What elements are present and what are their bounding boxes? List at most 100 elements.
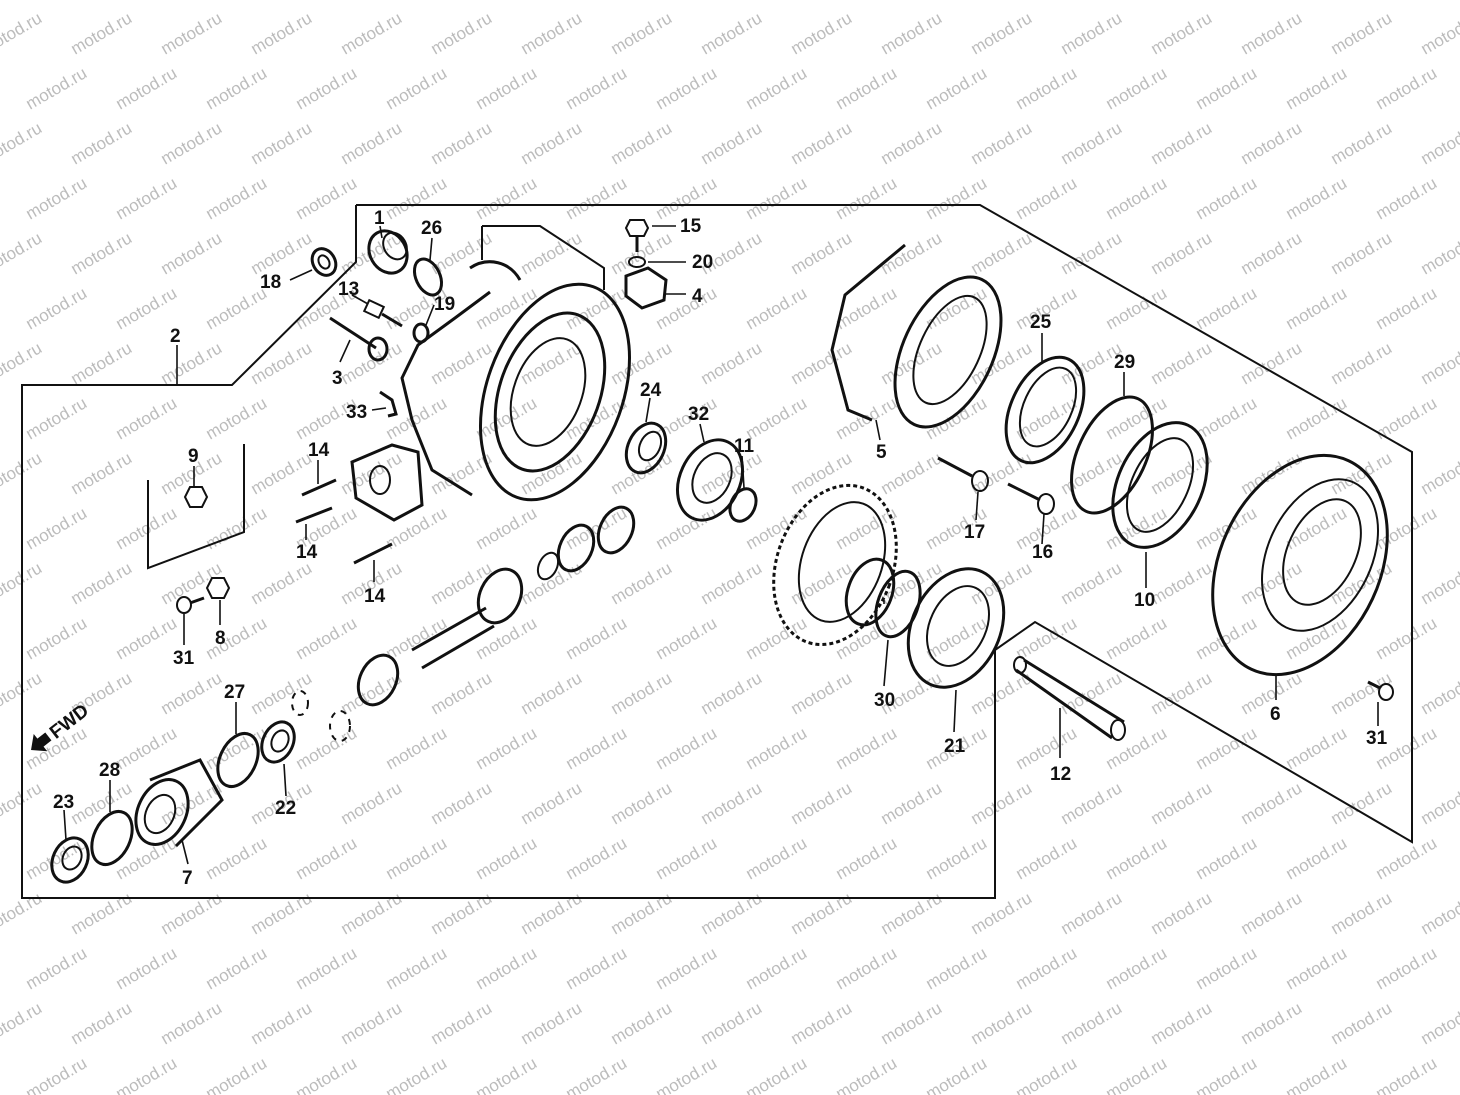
watermark-text: motod.ru bbox=[698, 8, 766, 58]
watermark-text: motod.ru bbox=[473, 63, 541, 113]
watermark-text: motod.ru bbox=[923, 63, 991, 113]
watermark-text: motod.ru bbox=[1373, 833, 1441, 883]
watermark-text: motod.ru bbox=[1283, 1053, 1351, 1095]
watermark-text: motod.ru bbox=[0, 338, 45, 388]
callout-7: 7 bbox=[182, 868, 193, 889]
watermark-text: motod.ru bbox=[1103, 1053, 1171, 1095]
watermark-text: motod.ru bbox=[833, 1053, 901, 1095]
watermark-text: motod.ru bbox=[653, 503, 721, 553]
watermark-text: motod.ru bbox=[338, 998, 406, 1048]
watermark-text: motod.ru bbox=[203, 503, 271, 553]
watermark-text: motod.ru bbox=[1283, 0, 1351, 3]
callout-30: 30 bbox=[874, 690, 895, 711]
watermark-text: motod.ru bbox=[698, 778, 766, 828]
watermark-text: motod.ru bbox=[608, 118, 676, 168]
callout-18: 18 bbox=[260, 272, 281, 293]
watermark-text: motod.ru bbox=[68, 888, 136, 938]
watermark-text: motod.ru bbox=[743, 613, 811, 663]
callout-14b: 14 bbox=[296, 542, 318, 563]
watermark-text: motod.ru bbox=[158, 998, 226, 1048]
watermark-text: motod.ru bbox=[23, 943, 91, 993]
watermark-text: motod.ru bbox=[0, 118, 45, 168]
watermark-text: motod.ru bbox=[923, 1053, 991, 1095]
watermark-text: motod.ru bbox=[1103, 943, 1171, 993]
watermark-text: motod.ru bbox=[1058, 228, 1126, 278]
watermark-text: motod.ru bbox=[1193, 943, 1261, 993]
watermark-text: motod.ru bbox=[968, 778, 1036, 828]
watermark-text: motod.ru bbox=[563, 63, 631, 113]
callout-12: 12 bbox=[1050, 764, 1071, 785]
part-26-o-ring bbox=[412, 257, 444, 297]
watermark-text: motod.ru bbox=[833, 943, 901, 993]
part-31b-bolt bbox=[1367, 680, 1394, 701]
watermark-text: motod.ru bbox=[698, 118, 766, 168]
watermark-text: motod.ru bbox=[968, 888, 1036, 938]
part-7-pinion-joint bbox=[134, 758, 224, 848]
callout-19: 19 bbox=[434, 294, 455, 315]
callout-26: 26 bbox=[421, 218, 442, 239]
watermark-text: motod.ru bbox=[608, 558, 676, 608]
watermark-text: motod.ru bbox=[1283, 723, 1351, 773]
watermark-text: motod.ru bbox=[923, 283, 991, 333]
part-10-bearing-holder bbox=[1111, 421, 1209, 549]
part-16-bolt bbox=[1007, 482, 1055, 515]
watermark-text: motod.ru bbox=[518, 228, 586, 278]
watermark-text: motod.ru bbox=[1238, 888, 1306, 938]
callout-28: 28 bbox=[99, 760, 120, 781]
part-12-shaft bbox=[1013, 656, 1126, 741]
watermark-text: motod.ru bbox=[563, 0, 631, 3]
watermark-text: motod.ru bbox=[203, 63, 271, 113]
watermark-text: motod.ru bbox=[1373, 0, 1441, 3]
watermark-text: motod.ru bbox=[203, 613, 271, 663]
watermark-text: motod.ru bbox=[1373, 503, 1441, 553]
watermark-text: motod.ru bbox=[653, 943, 721, 993]
watermark-text: motod.ru bbox=[113, 723, 181, 773]
watermark-text: motod.ru bbox=[1328, 338, 1396, 388]
watermark-text: motod.ru bbox=[1058, 998, 1126, 1048]
watermark-text: motod.ru bbox=[473, 943, 541, 993]
watermark-text: motod.ru bbox=[473, 833, 541, 883]
watermark-text: motod.ru bbox=[1103, 833, 1171, 883]
watermark-text: motod.ru bbox=[248, 118, 316, 168]
watermark-text: motod.ru bbox=[1373, 613, 1441, 663]
watermark-text: motod.ru bbox=[518, 888, 586, 938]
watermark-text: motod.ru bbox=[653, 833, 721, 883]
watermark-text: motod.ru bbox=[248, 998, 316, 1048]
watermark-text: motod.ru bbox=[788, 8, 856, 58]
watermark-text: motod.ru bbox=[383, 173, 451, 223]
watermark-text: motod.ru bbox=[743, 0, 811, 3]
watermark-text: motod.ru bbox=[158, 228, 226, 278]
callout-31b: 31 bbox=[1366, 728, 1388, 749]
watermark-text: motod.ru bbox=[968, 118, 1036, 168]
watermark-text: motod.ru bbox=[1418, 778, 1460, 828]
watermark-text: motod.ru bbox=[383, 503, 451, 553]
watermark-text: motod.ru bbox=[1148, 118, 1216, 168]
watermark-text: motod.ru bbox=[743, 833, 811, 883]
watermark-text: motod.ru bbox=[563, 833, 631, 883]
watermark-text: motod.ru bbox=[1013, 943, 1081, 993]
watermark-text: motod.ru bbox=[788, 338, 856, 388]
watermark-text: motod.ru bbox=[203, 1053, 271, 1095]
watermark-text: motod.ru bbox=[1148, 228, 1216, 278]
watermark-text: motod.ru bbox=[1148, 778, 1216, 828]
watermark-text: motod.ru bbox=[878, 888, 946, 938]
watermark-text: motod.ru bbox=[23, 173, 91, 223]
part-5-case-cover bbox=[830, 243, 1003, 429]
callout-10: 10 bbox=[1134, 590, 1155, 611]
watermark-text: motod.ru bbox=[1013, 613, 1081, 663]
watermark-text: motod.ru bbox=[1418, 118, 1460, 168]
part-15-bolt bbox=[624, 219, 650, 252]
watermark-text: motod.ru bbox=[473, 503, 541, 553]
watermark-text: motod.ru bbox=[158, 888, 226, 938]
watermark-text: motod.ru bbox=[1193, 1053, 1261, 1095]
callout-13: 13 bbox=[338, 279, 359, 300]
watermark-text: motod.ru bbox=[1283, 63, 1351, 113]
callout-21: 21 bbox=[944, 736, 966, 757]
watermark-text: motod.ru bbox=[788, 118, 856, 168]
watermark-text: motod.ru bbox=[338, 888, 406, 938]
watermark-text: motod.ru bbox=[653, 0, 721, 3]
callout-23: 23 bbox=[53, 792, 74, 813]
watermark-text: motod.ru bbox=[698, 338, 766, 388]
watermark-text: motod.ru bbox=[1238, 998, 1306, 1048]
watermark-text: motod.ru bbox=[338, 8, 406, 58]
